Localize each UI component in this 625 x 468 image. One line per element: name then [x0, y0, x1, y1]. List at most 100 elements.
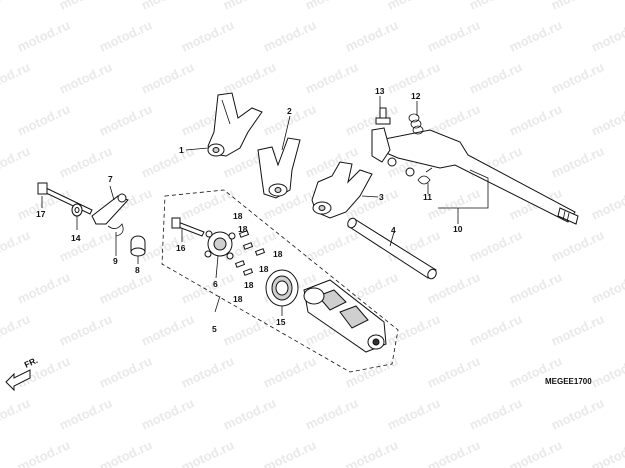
watermark-text: motod.ru — [15, 353, 72, 390]
watermark-text: motod.ru — [139, 143, 196, 180]
watermark-text: motod.ru — [57, 227, 114, 264]
callout-18a: 18 — [233, 211, 243, 221]
watermark-text: motod.ru — [425, 17, 482, 54]
watermark-text: motod.ru — [221, 395, 278, 432]
watermark-text: motod.ru — [425, 437, 482, 468]
watermark-text: motod.ru — [467, 395, 524, 432]
callout-18c: 18 — [273, 249, 283, 259]
watermark-text: motod.ru — [15, 17, 72, 54]
watermark-text: motod.ru — [221, 311, 278, 348]
callout-4: 4 — [391, 225, 396, 235]
watermark-text: motod.ru — [507, 17, 564, 54]
watermark-text: motod.ru — [589, 185, 625, 222]
callout-14: 14 — [71, 233, 81, 243]
watermark-text: motod.ru — [179, 269, 236, 306]
callout-17: 17 — [36, 209, 46, 219]
watermark-text: motod.ru — [0, 395, 32, 432]
callout-16: 16 — [176, 243, 186, 253]
watermark-text: motod.ru — [179, 185, 236, 222]
callout-13: 13 — [375, 86, 385, 96]
watermark-text: motod.ru — [261, 437, 318, 468]
watermark-text: motod.ru — [0, 311, 32, 348]
watermark-text: motod.ru — [139, 227, 196, 264]
watermark-text: motod.ru — [589, 353, 625, 390]
watermark-text: motod.ru — [303, 143, 360, 180]
watermark-text: motod.ru — [589, 269, 625, 306]
watermark-text: motod.ru — [589, 17, 625, 54]
watermark-text: motod.ru — [425, 185, 482, 222]
callout-labels: 1 2 3 4 5 6 7 8 9 10 11 12 13 14 15 16 1… — [36, 86, 463, 334]
callout-7: 7 — [108, 174, 113, 184]
spring-11 — [417, 167, 433, 185]
callout-15: 15 — [276, 317, 286, 327]
callout-10: 10 — [453, 224, 463, 234]
watermark-text: motod.ru — [425, 353, 482, 390]
watermark-text: motod.ru — [179, 437, 236, 468]
watermark-text: motod.ru — [261, 353, 318, 390]
watermark-text: motod.ru — [15, 101, 72, 138]
watermark-text: motod.ru — [467, 0, 524, 13]
watermark-text: motod.ru — [139, 395, 196, 432]
callout-1: 1 — [179, 145, 184, 155]
watermark-text: motod.ru — [0, 227, 32, 264]
fork-shaft — [347, 217, 437, 280]
watermark-text: motod.ru — [57, 59, 114, 96]
watermark-text: motod.ru — [385, 0, 442, 13]
watermark-text: motod.ru — [139, 0, 196, 13]
callout-8: 8 — [135, 265, 140, 275]
watermark-text: motod.ru — [0, 59, 32, 96]
shift-drum — [303, 279, 387, 353]
watermark-text: motod.ru — [97, 353, 154, 390]
bolt-13 — [375, 107, 391, 125]
watermark-text: motod.ru — [97, 437, 154, 468]
watermark-text: motod.ru — [589, 101, 625, 138]
watermark-text: motod.ru — [385, 395, 442, 432]
bearing-15 — [265, 269, 299, 307]
watermark-text: motod.ru — [343, 437, 400, 468]
watermark-text: motod.ru — [549, 227, 606, 264]
callout-18d: 18 — [259, 264, 269, 274]
dowel-pins-18 — [234, 230, 266, 276]
bolt-16 — [171, 217, 205, 237]
shift-fork-1 — [207, 92, 263, 157]
watermark-text: motod.ru — [549, 0, 606, 13]
leader-lines — [41, 96, 489, 316]
watermark-text: motod.ru — [549, 311, 606, 348]
watermark-text: motod.ru — [15, 269, 72, 306]
watermark-text: motod.ru — [303, 0, 360, 13]
watermark-text: motod.ru — [467, 311, 524, 348]
watermark-text: motod.ru — [97, 101, 154, 138]
watermark-text: motod.ru — [261, 17, 318, 54]
watermark-text: motod.ru — [57, 311, 114, 348]
callout-18e: 18 — [244, 280, 254, 290]
callout-18b: 18 — [238, 224, 248, 234]
watermark-text: motod.ru — [303, 395, 360, 432]
callout-2: 2 — [287, 106, 292, 116]
watermark-text: motod.ru — [549, 59, 606, 96]
spring-12 — [408, 113, 424, 135]
assembly-boundary — [161, 189, 399, 373]
callout-9: 9 — [113, 256, 118, 266]
watermark-text: motod.ru — [139, 59, 196, 96]
watermark-text: motod.ru — [221, 59, 278, 96]
washer-14 — [71, 203, 83, 217]
watermark-text: motod.ru — [467, 59, 524, 96]
shift-fork-2 — [257, 137, 301, 199]
collar-8 — [130, 235, 146, 257]
watermark-text: motod.ru — [507, 101, 564, 138]
watermark-text: motod.ru — [507, 269, 564, 306]
watermark-text: motod.ru — [385, 311, 442, 348]
watermark-text: motod.ru — [139, 311, 196, 348]
watermark-text: motod.ru — [467, 227, 524, 264]
watermark-text: motod.ru — [549, 143, 606, 180]
watermark-text: motod.ru — [97, 17, 154, 54]
watermark-text: motod.ru — [221, 0, 278, 13]
drum-center-6 — [204, 230, 236, 260]
watermark-text: motod.ru — [549, 395, 606, 432]
callout-12: 12 — [411, 91, 421, 101]
watermark-text: motod.ru — [179, 17, 236, 54]
callout-11: 11 — [423, 192, 432, 202]
watermark-text: motod.ru — [0, 143, 32, 180]
gearshift-spindle — [371, 127, 579, 225]
